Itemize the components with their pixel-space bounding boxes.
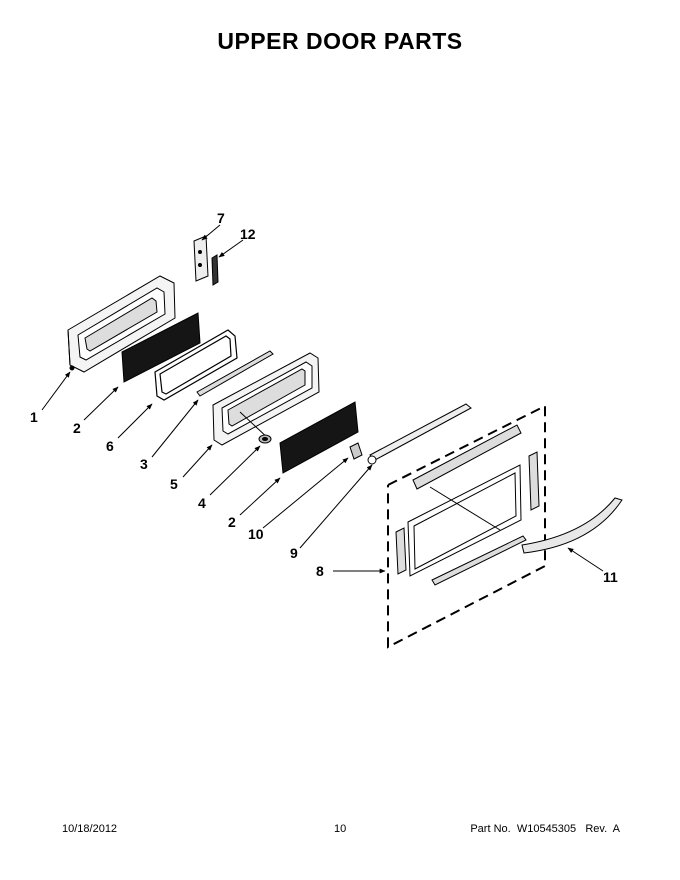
- callout-10: 10: [248, 526, 264, 542]
- footer-date: 10/18/2012: [62, 823, 118, 835]
- page-title: UPPER DOOR PARTS: [217, 28, 463, 54]
- part-door-assembly-details: [395, 424, 540, 586]
- footer-rev-value: A: [612, 823, 620, 835]
- leader-lines: [41, 224, 604, 574]
- callout-6: 6: [106, 438, 114, 454]
- part-bushing: [349, 442, 363, 460]
- part-door-assembly-outline: [387, 404, 546, 649]
- part-inner-door-frame: [212, 352, 320, 446]
- callout-2-upper: 2: [73, 420, 81, 436]
- part-rod: [367, 403, 472, 465]
- footer-page-number: 10: [334, 823, 347, 835]
- part-glass-panel-upper: [121, 312, 201, 383]
- part-glass-panel-lower: [279, 401, 359, 474]
- part-handle: [521, 497, 623, 554]
- part-outer-door-frame: [67, 275, 176, 373]
- callout-3: 3: [140, 456, 148, 472]
- callout-12: 12: [240, 226, 256, 242]
- callout-8: 8: [316, 563, 324, 579]
- footer-part-number: Part No. W10545305 Rev. A: [470, 823, 620, 835]
- part-hinge-bracket: [193, 235, 209, 282]
- footer-rev-label: Rev.: [585, 823, 608, 835]
- footer-part-label: Part No.: [470, 823, 511, 835]
- callout-4: 4: [198, 495, 206, 511]
- part-trim-strip: [196, 350, 274, 397]
- callout-5: 5: [170, 476, 178, 492]
- part-roller: [258, 434, 272, 444]
- callout-7: 7: [217, 210, 225, 226]
- part-gasket-frame: [154, 329, 238, 401]
- callout-2-lower: 2: [228, 514, 236, 530]
- callout-9: 9: [290, 545, 298, 561]
- footer-part-value: W10545305: [516, 823, 577, 835]
- callout-1: 1: [30, 409, 38, 425]
- part-hinge-clip: [211, 254, 219, 286]
- callout-11: 11: [603, 569, 618, 585]
